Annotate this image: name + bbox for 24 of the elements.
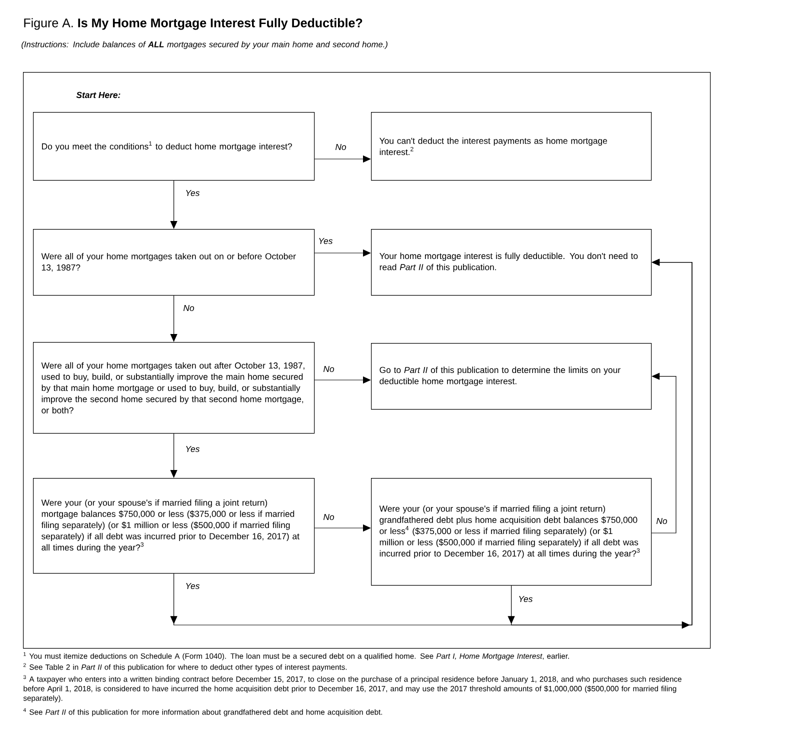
result-box: Your home mortgage interest is fully deductible. You don't need to read Part II of this publication.	[371, 229, 652, 296]
edge-label: No	[322, 364, 336, 374]
connector-arrow	[170, 295, 178, 342]
edge-label: Yes	[184, 582, 201, 590]
decision-box: Do you meet the conditions$^{1}$ to deduct home mortgage interest?	[33, 112, 315, 181]
edge-label: No	[334, 142, 348, 152]
connector-arrow	[170, 180, 178, 229]
edge-label: Yes	[317, 236, 334, 246]
decision-box: Were your (or your spouse's if married filing a joint return) grandfathered debt plus home acquisition debt balances $750,000 or less$^{4}$ ($375,000 or less if married filing separately) (or $1 million or less ($500,000 if married filing separately) if all debt was incurred prior to December 16, 2017) at all times during the year?$^{3}$	[371, 478, 652, 586]
edge-label: Yes	[184, 188, 201, 198]
connector-arrow	[651, 372, 676, 534]
edge-label: Yes	[184, 444, 201, 454]
result-box: You can't deduct the interest payments as home mortgage interest.$^{2}$	[371, 112, 652, 181]
edge-label: No	[655, 516, 668, 526]
edge-label: Yes	[517, 594, 534, 604]
figure-title: Figure A. Is My Home Mortgage Interest Fully Deductible?	[24, 18, 362, 30]
decision-box: Were all of your home mortgages taken out on or before October 13, 1987?	[33, 229, 315, 296]
result-box: Go to Part II of this publication to determine the limits on your deductible home mortgage interest.	[371, 343, 652, 410]
instructions-note: (Instructions: Include balances of ALL mortgages secured by your main home and second home.)	[22, 41, 388, 49]
edge-label: No	[182, 304, 196, 312]
decision-box: Were your (or your spouse's if married filing a joint return) mortgage balances $750,000 or less ($375,000 or less if married filing separately) (or $1 million or less ($500,000 if married filing separately) if all debt was incurred prior to December 16, 2017) at all times during the year?$^{3}$	[33, 478, 315, 574]
edge-label: No	[322, 512, 336, 522]
decision-box: Were all of your home mortgages taken out after October 13, 1987, used to buy, build, or substantially improve the main home secured by that main home mortgage or used to buy, build, or substantially improve the second home secured by that second home mortgage, or both?	[33, 342, 315, 434]
connector-arrow	[170, 433, 178, 478]
